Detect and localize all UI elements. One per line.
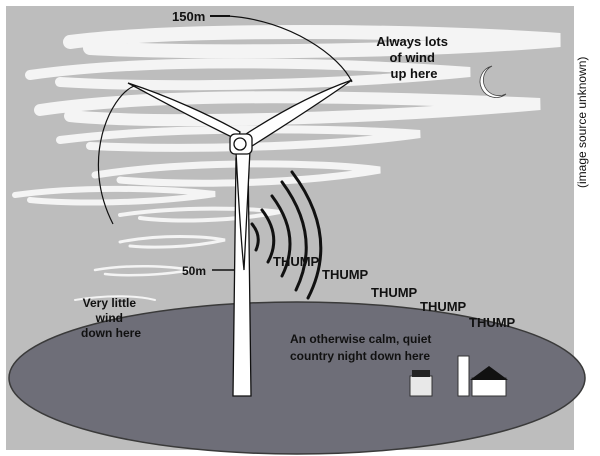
rotor-sweep-arc	[97, 15, 353, 225]
turbine-icon	[127, 79, 353, 397]
turbine-hub	[233, 137, 247, 151]
thump-label: THUMP	[371, 285, 418, 300]
bottom-note: Very little wind down here	[81, 296, 141, 340]
tower-icon	[457, 355, 470, 397]
height-label-hub: 50m	[182, 264, 206, 278]
top-note: Always lots of wind up here	[376, 34, 451, 81]
source-note: (image source unknown)	[575, 57, 589, 188]
bottom-note-line-2: wind	[95, 311, 123, 325]
sound-wave-icon	[250, 170, 323, 300]
bottom-note-line-3: down here	[81, 326, 141, 340]
turbine-blade-left	[127, 82, 241, 141]
top-note-line-2: of wind	[389, 50, 435, 65]
turbine-blade-lower	[235, 149, 251, 271]
thump-label: THUMP	[273, 254, 320, 269]
bottom-note-line-1: Very little	[83, 296, 137, 310]
village-note: An otherwise calm, quiet country night d…	[290, 332, 435, 363]
village-note-line-2: country night down here	[290, 349, 430, 363]
thump-label: THUMP	[420, 299, 467, 314]
thump-label: THUMP	[469, 315, 516, 330]
house-icon	[409, 370, 433, 397]
top-note-line-3: up here	[391, 66, 438, 81]
thump-labels: THUMP THUMP THUMP THUMP THUMP	[273, 254, 516, 330]
farm-building-icon	[470, 366, 508, 397]
turbine-blade-right	[245, 79, 353, 147]
top-note-line-1: Always lots	[376, 34, 448, 49]
village-note-line-1: An otherwise calm, quiet	[290, 332, 431, 346]
moon-icon	[479, 65, 507, 98]
thump-label: THUMP	[322, 267, 369, 282]
ground-disc	[8, 301, 586, 455]
height-label-top: 150m	[172, 9, 205, 24]
